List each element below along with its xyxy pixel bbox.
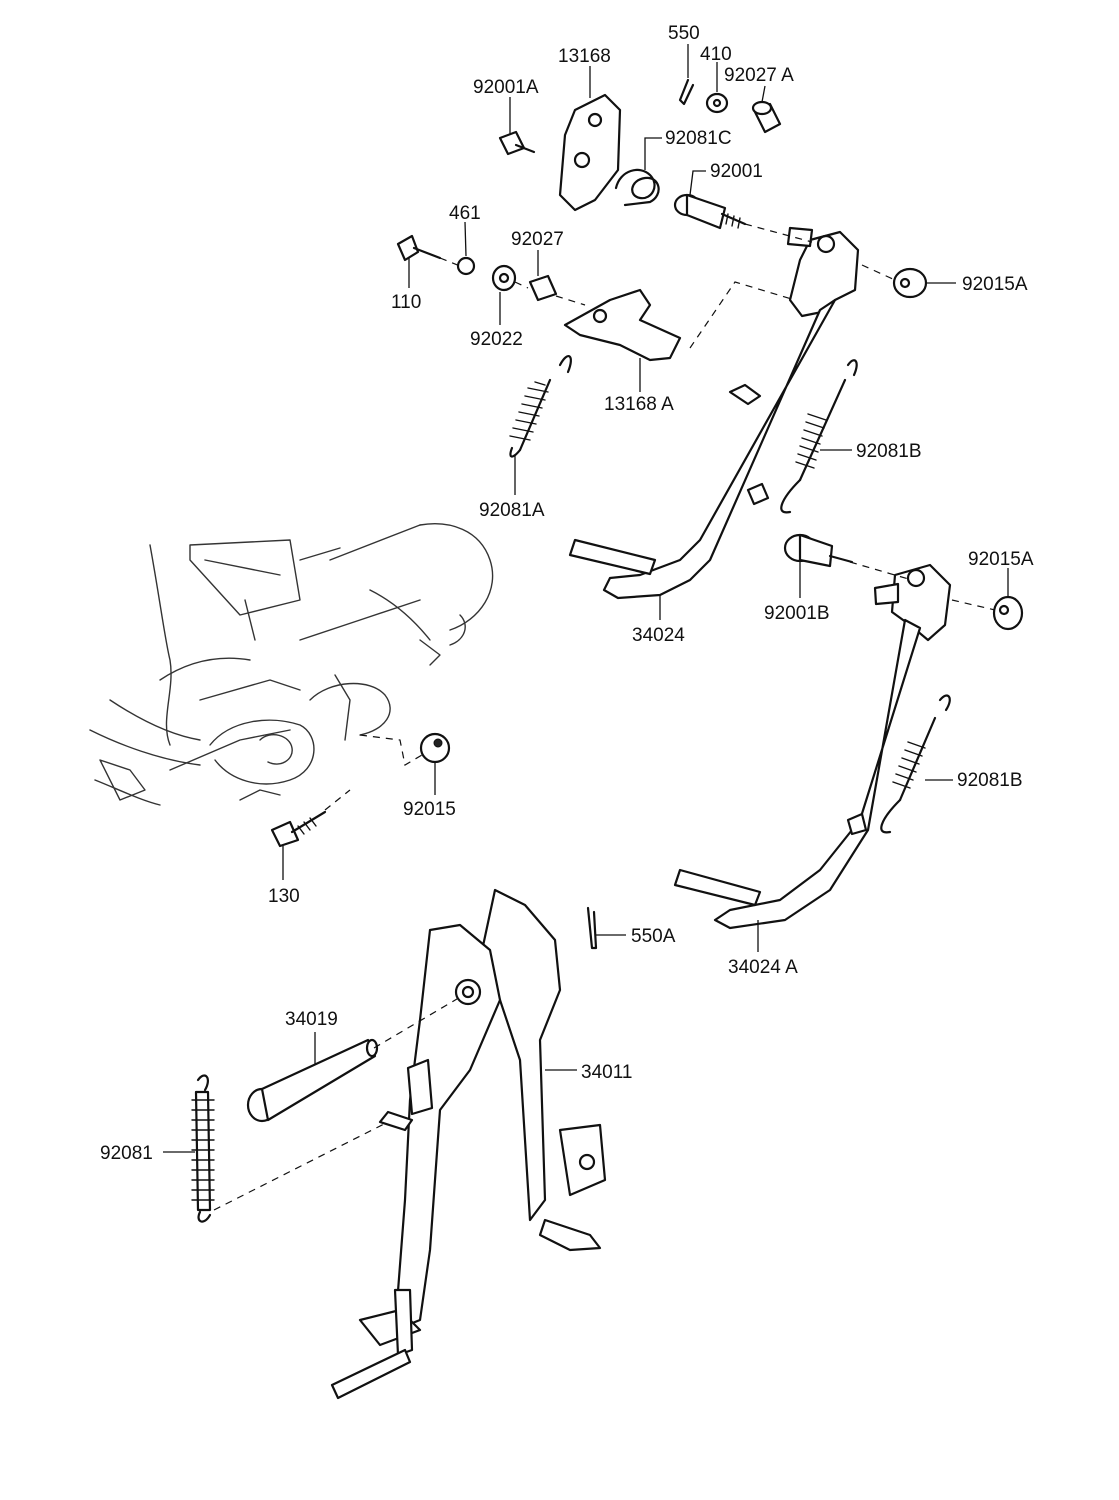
bolt-92001a bbox=[498, 130, 536, 156]
nut-92015a-top bbox=[892, 267, 928, 299]
shaft-34019 bbox=[246, 1038, 379, 1123]
washer-410 bbox=[705, 92, 729, 114]
spring-92081 bbox=[191, 1074, 215, 1223]
label-92015: 92015 bbox=[403, 799, 456, 820]
label-92027: 92027 bbox=[511, 229, 564, 250]
cotter-pin-550 bbox=[678, 78, 695, 106]
label-13168: 13168 bbox=[558, 46, 611, 67]
label-92015a-top: 92015A bbox=[962, 274, 1028, 295]
washer-92022 bbox=[491, 264, 517, 292]
collar-92027a bbox=[751, 100, 782, 134]
label-92001: 92001 bbox=[710, 161, 763, 182]
label-92001b: 92001B bbox=[764, 603, 830, 624]
nut-461 bbox=[456, 256, 476, 276]
label-92027a: 92027 A bbox=[724, 65, 794, 86]
pin-center-stand bbox=[378, 1110, 414, 1132]
label-34024: 34024 bbox=[632, 625, 685, 646]
bolt-130 bbox=[270, 810, 327, 848]
collar-92027 bbox=[528, 274, 558, 302]
spring-92081b-top bbox=[780, 359, 858, 514]
sidestand-34024 bbox=[568, 226, 860, 600]
bolt-110 bbox=[396, 234, 442, 262]
label-92081b-top: 92081B bbox=[856, 441, 922, 462]
bolt-92001b bbox=[783, 533, 854, 568]
label-410: 410 bbox=[700, 44, 732, 65]
bracket-13168a bbox=[563, 288, 682, 362]
label-92022: 92022 bbox=[470, 329, 523, 350]
label-13168a: 13168 A bbox=[604, 394, 674, 415]
label-92081: 92081 bbox=[100, 1143, 153, 1164]
spring-92081c bbox=[614, 168, 660, 207]
label-130: 130 bbox=[268, 886, 300, 907]
label-92081a: 92081A bbox=[479, 500, 545, 521]
label-92081c: 92081C bbox=[665, 128, 732, 149]
cap-92015 bbox=[419, 732, 451, 764]
part-labels: 550 410 92027 A 13168 92001A 92081C 9200… bbox=[100, 23, 1034, 1164]
label-34019: 34019 bbox=[285, 1009, 338, 1030]
label-550a: 550A bbox=[631, 926, 676, 947]
label-34024a: 34024 A bbox=[728, 957, 798, 978]
frame-section-drawing bbox=[89, 523, 494, 806]
bolt-92001 bbox=[673, 193, 747, 230]
center-stand-34011 bbox=[330, 888, 607, 1400]
label-92081b-mid: 92081B bbox=[957, 770, 1023, 791]
assembly-lines bbox=[213, 223, 996, 1211]
leader-lines bbox=[163, 44, 1009, 1153]
label-550: 550 bbox=[668, 23, 700, 44]
spring-92081a bbox=[509, 355, 572, 458]
label-92015a-mid: 92015A bbox=[968, 549, 1034, 570]
label-461: 461 bbox=[449, 203, 481, 224]
cotter-pin-550a bbox=[586, 906, 598, 950]
label-92001a: 92001A bbox=[473, 77, 539, 98]
label-34011: 34011 bbox=[581, 1062, 632, 1083]
label-110: 110 bbox=[391, 292, 421, 313]
nut-92015a-mid bbox=[992, 595, 1024, 631]
sidestand-34024a bbox=[673, 563, 952, 930]
spring-92081b-mid bbox=[880, 694, 951, 834]
bracket-13168 bbox=[558, 93, 622, 212]
